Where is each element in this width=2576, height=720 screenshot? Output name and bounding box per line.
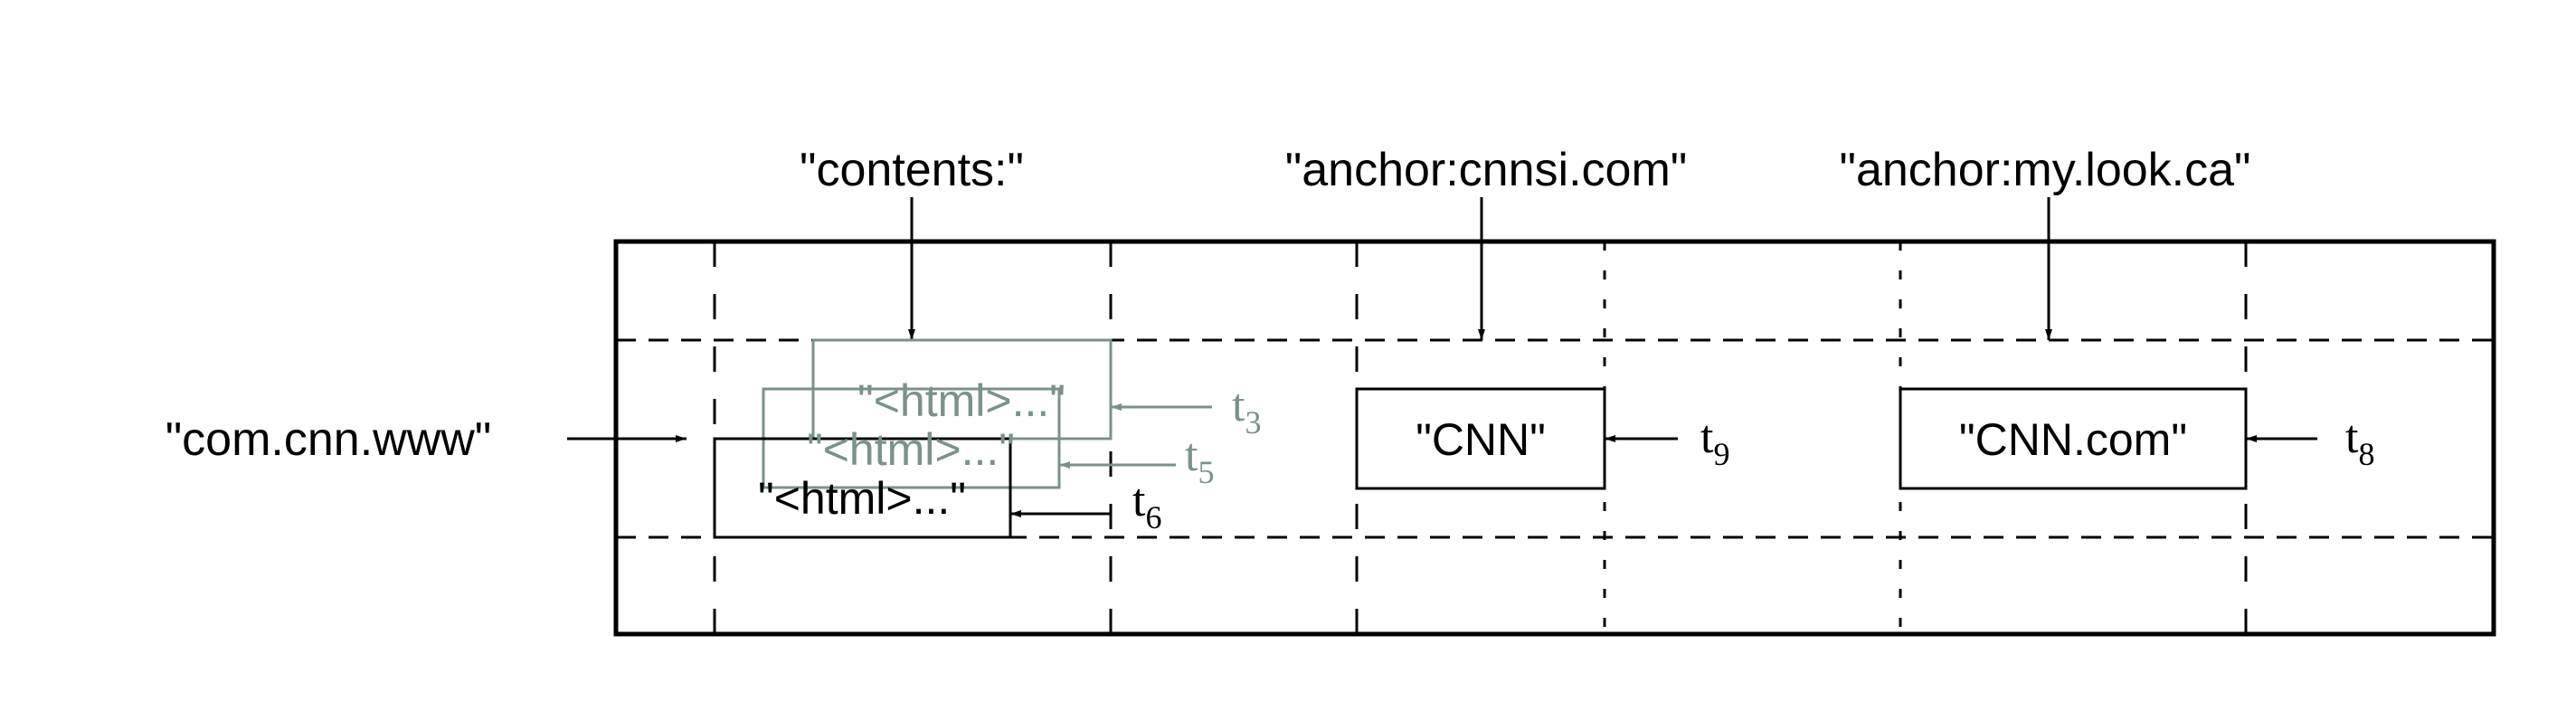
column-label-anchor-mylook: "anchor:my.look.ca" — [1839, 144, 2250, 196]
cell-version-box-t6 — [713, 437, 1012, 539]
cell-value: "<html>..." — [758, 473, 966, 524]
cell-value: "CNN.com" — [1959, 414, 2187, 465]
cell-value: "<html>..." — [857, 375, 1065, 426]
column-label-contents: "contents:" — [800, 144, 1024, 196]
timestamp-label: t9 — [1700, 412, 1729, 472]
timestamp-label: t3 — [1232, 380, 1261, 441]
timestamp-label: t5 — [1185, 430, 1214, 490]
cell-value: "CNN" — [1416, 414, 1546, 465]
timestamp-label: t6 — [1132, 475, 1161, 535]
row-key-label: "com.cnn.www" — [166, 413, 492, 466]
column-label-anchor-cnnsi: "anchor:cnnsi.com" — [1285, 144, 1687, 196]
cell-value: "<html>..." — [807, 424, 1015, 475]
timestamp-label: t8 — [2345, 412, 2374, 472]
